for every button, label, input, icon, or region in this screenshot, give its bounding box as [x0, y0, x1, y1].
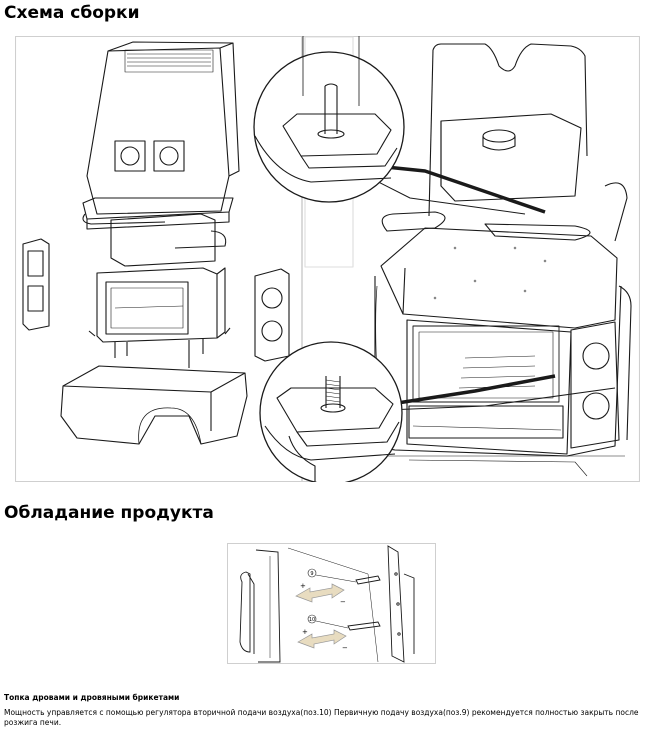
- assembled-stove-view: [365, 43, 632, 477]
- zoom-detail-top: [253, 36, 405, 203]
- product-ownership-title: Обладание продукта: [4, 503, 214, 523]
- exploded-stove-view: [22, 41, 290, 445]
- arrow-shapes: [295, 583, 347, 649]
- air-regulator-diagram: 9 10 + − + −: [227, 543, 436, 664]
- zoom-detail-bottom: [259, 341, 403, 482]
- assembly-scheme-title: Схема сборки: [4, 3, 140, 23]
- callout-9: 9: [310, 571, 313, 577]
- plus-sign-bottom: +: [302, 628, 308, 636]
- instructions-text: Мощность управляется с помощью регулятор…: [4, 708, 639, 727]
- callout-10: 10: [309, 617, 315, 623]
- plus-sign-top: +: [300, 582, 306, 590]
- minus-sign-bottom: −: [342, 644, 348, 652]
- firewood-heading: Топка дровами и дровяными брикетами: [4, 693, 180, 702]
- minus-sign-top: −: [340, 598, 346, 606]
- assembly-diagram: [15, 36, 640, 482]
